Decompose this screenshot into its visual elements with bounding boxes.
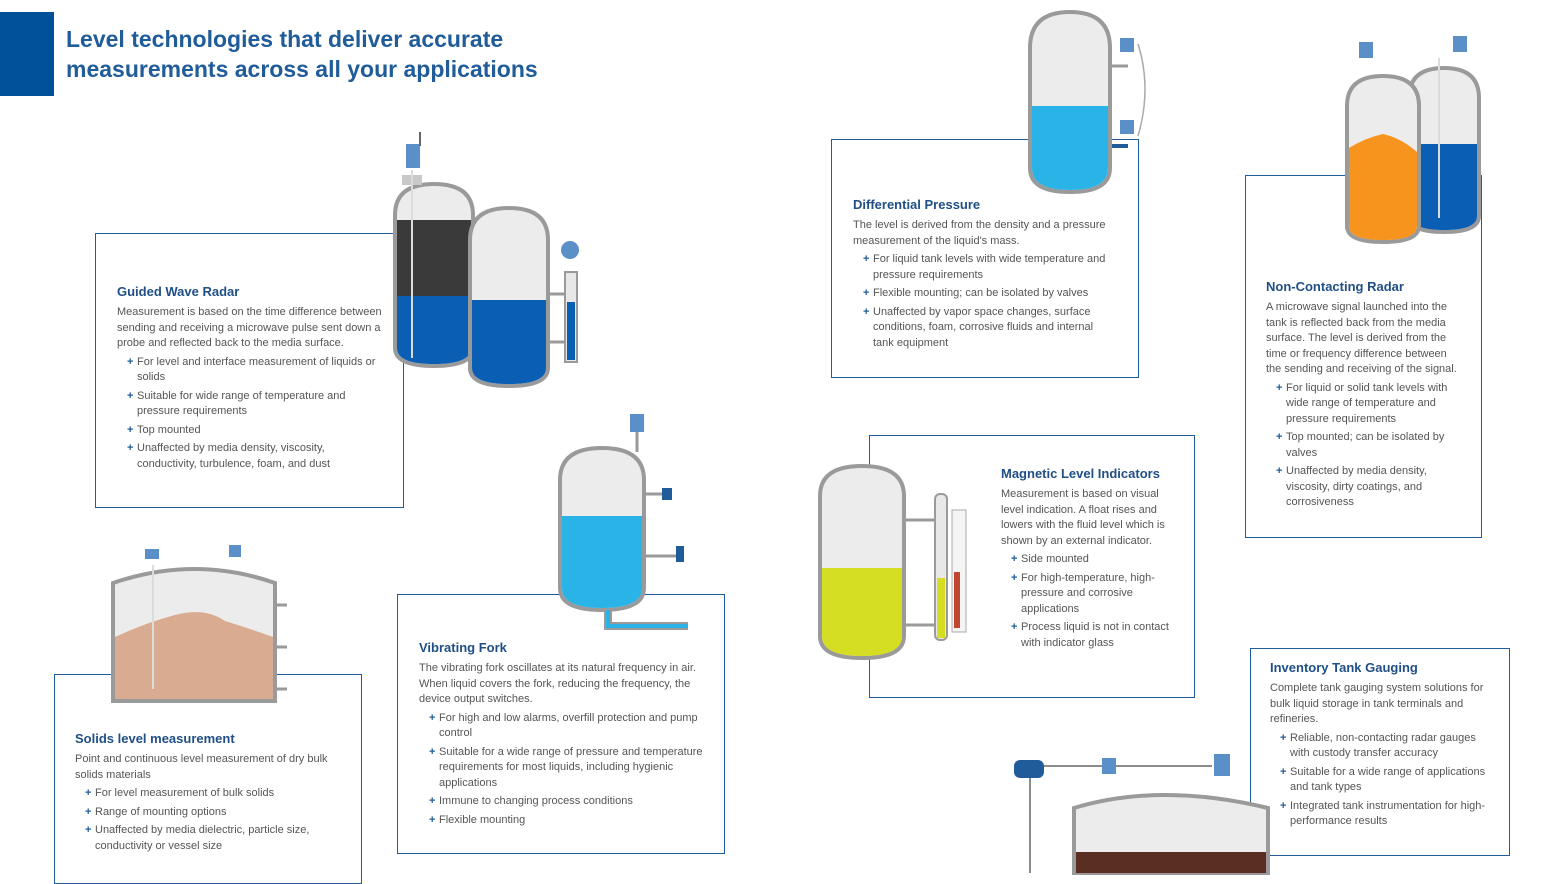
solids-level-title: Solids level measurement [75,731,235,746]
ncr-bullet: For liquid or solid tank levels with wid… [1276,381,1462,428]
ncr-tank-left [1345,42,1421,245]
vf-bullet: Suitable for a wide range of pressure an… [429,745,705,792]
magnetic-level-indicators-title: Magnetic Level Indicators [1001,466,1160,481]
differential-pressure-text: Differential Pressure The level is deriv… [853,197,1115,354]
ncr-bullet: Top mounted; can be isolated by valves [1276,430,1462,461]
page-title: Level technologies that deliver accurate… [66,24,626,84]
vibrating-fork-title: Vibrating Fork [419,640,507,655]
vf-bullet: For high and low alarms, overfill protec… [429,711,705,742]
guided-wave-radar-desc: Measurement is based on the time differe… [117,306,382,349]
solids-bullet: For level measurement of bulk solids [85,786,345,802]
dp-bullet: For liquid tank levels with wide tempera… [863,252,1115,283]
non-contacting-radar-desc: A microwave signal launched into the tan… [1266,301,1457,375]
differential-pressure-illustration [1028,9,1146,195]
differential-pressure-title: Differential Pressure [853,197,981,212]
page-title-line-1: Level technologies that deliver accurate [66,26,504,52]
magnetic-level-indicators-illustration [818,463,967,661]
solids-level-desc: Point and continuous level measurement o… [75,753,328,781]
vf-bullet: Immune to changing process conditions [429,794,705,810]
vf-bullet: Flexible mounting [429,813,705,829]
gwr-bullet: For level and interface measurement of l… [127,355,385,386]
magnetic-level-indicators-desc: Measurement is based on visual level ind… [1001,488,1165,547]
differential-pressure-desc: The level is derived from the density an… [853,219,1106,247]
magnetic-level-indicators-text: Magnetic Level Indicators Measurement is… [1001,466,1181,654]
inventory-tank-gauging-card [1250,648,1510,856]
solids-level-illustration [111,545,287,703]
itg-bullet: Integrated tank instrumentation for high… [1280,799,1486,830]
dp-bullet: Flexible mounting; can be isolated by va… [863,286,1115,302]
itg-bullet: Suitable for a wide range of application… [1280,765,1486,796]
ncr-tank-right [1407,36,1481,235]
non-contacting-radar-title: Non-Contacting Radar [1266,279,1404,294]
differential-pressure-card [831,139,1139,378]
mli-bullet: For high-temperature, high-pressure and … [1011,571,1181,618]
brand-accent-bar [0,12,54,96]
gwr-bullet: Unaffected by media density, viscosity, … [127,441,385,472]
inventory-tank-gauging-desc: Complete tank gauging system solutions f… [1270,682,1484,725]
guided-wave-radar-text: Guided Wave Radar Measurement is based o… [117,284,385,475]
gwr-tank-right [468,205,550,389]
vibrating-fork-text: Vibrating Fork The vibrating fork oscill… [419,640,705,831]
mli-bullet: Side mounted [1011,552,1181,568]
gwr-chamber [550,241,579,363]
mli-bullet: Process liquid is not in contact with in… [1011,620,1181,651]
inventory-tank-gauging-text: Inventory Tank Gauging Complete tank gau… [1270,660,1486,833]
non-contacting-radar-text: Non-Contacting Radar A microwave signal … [1266,279,1462,514]
guided-wave-radar-title: Guided Wave Radar [117,284,240,299]
itg-bullet: Reliable, non-contacting radar gauges wi… [1280,731,1486,762]
page-title-line-2: measurements across all your application… [66,56,538,82]
guided-wave-radar-illustration [393,132,579,389]
non-contacting-radar-illustration [1345,36,1481,245]
solids-bullet: Range of mounting options [85,805,345,821]
ncr-bullet: Unaffected by media density, viscosity, … [1276,464,1462,511]
gwr-bullet: Top mounted [127,423,385,439]
inventory-tank-gauging-title: Inventory Tank Gauging [1270,660,1418,675]
inventory-tank-gauging-illustration [1014,754,1270,875]
gwr-bullet: Suitable for wide range of temperature a… [127,389,385,420]
solids-bullet: Unaffected by media dielectric, particle… [85,823,345,854]
gwr-tank-left [393,132,475,369]
guided-wave-radar-card [95,233,404,508]
vibrating-fork-desc: The vibrating fork oscillates at its nat… [419,662,696,705]
solids-level-text: Solids level measurement Point and conti… [75,731,345,857]
vibrating-fork-illustration [558,414,688,630]
dp-bullet: Unaffected by vapor space changes, surfa… [863,305,1115,352]
